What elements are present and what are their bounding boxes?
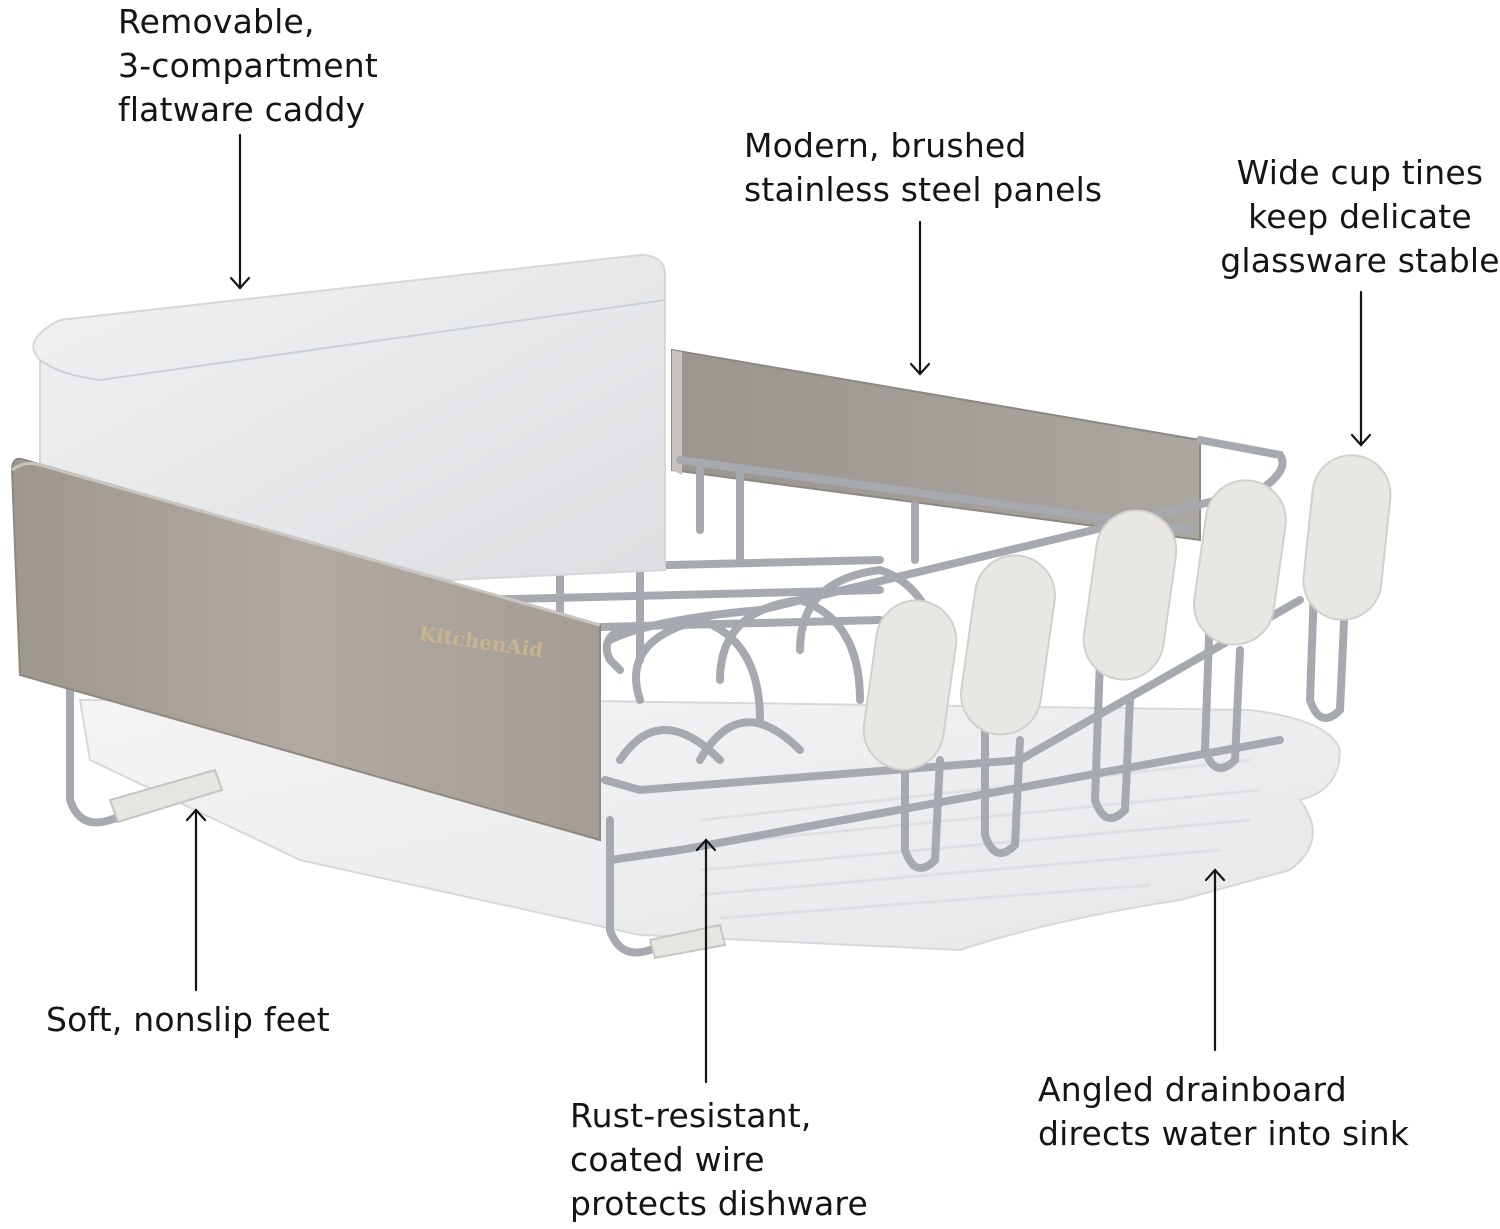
flatware-caddy bbox=[32, 253, 666, 582]
callout-line: Removable, bbox=[118, 2, 315, 41]
callout-line: stainless steel panels bbox=[744, 170, 1103, 209]
callout-line: coated wire bbox=[570, 1140, 765, 1179]
callout-line: directs water into sink bbox=[1038, 1114, 1410, 1153]
callout-line: protects dishware bbox=[570, 1184, 868, 1223]
callout-coated-wire: Rust-resistant, coated wire protects dis… bbox=[570, 1094, 868, 1226]
cup-tine-caps bbox=[862, 454, 1392, 771]
callout-cup-tines: Wide cup tines keep delicate glassware s… bbox=[1218, 151, 1500, 283]
callout-line: glassware stable bbox=[1220, 241, 1500, 280]
callout-line: flatware caddy bbox=[118, 90, 366, 129]
callout-nonslip-feet: Soft, nonslip feet bbox=[46, 998, 330, 1042]
front-steel-panel bbox=[10, 457, 601, 842]
callout-line: 3-compartment bbox=[118, 46, 378, 85]
callout-line: Angled drainboard bbox=[1038, 1070, 1347, 1109]
callout-line: Rust-resistant, bbox=[570, 1096, 812, 1135]
callout-drainboard: Angled drainboard directs water into sin… bbox=[1038, 1068, 1409, 1156]
callout-line: keep delicate bbox=[1248, 197, 1472, 236]
drainboard-ridges bbox=[699, 758, 1261, 920]
back-steel-panel bbox=[671, 348, 1201, 542]
callout-line: Modern, brushed bbox=[744, 126, 1027, 165]
callout-line: Soft, nonslip feet bbox=[46, 1000, 330, 1039]
callout-flatware-caddy: Removable, 3-compartment flatware caddy bbox=[118, 0, 378, 132]
callout-line: Wide cup tines bbox=[1236, 153, 1484, 192]
callout-steel-panels: Modern, brushed stainless steel panels bbox=[744, 124, 1102, 212]
